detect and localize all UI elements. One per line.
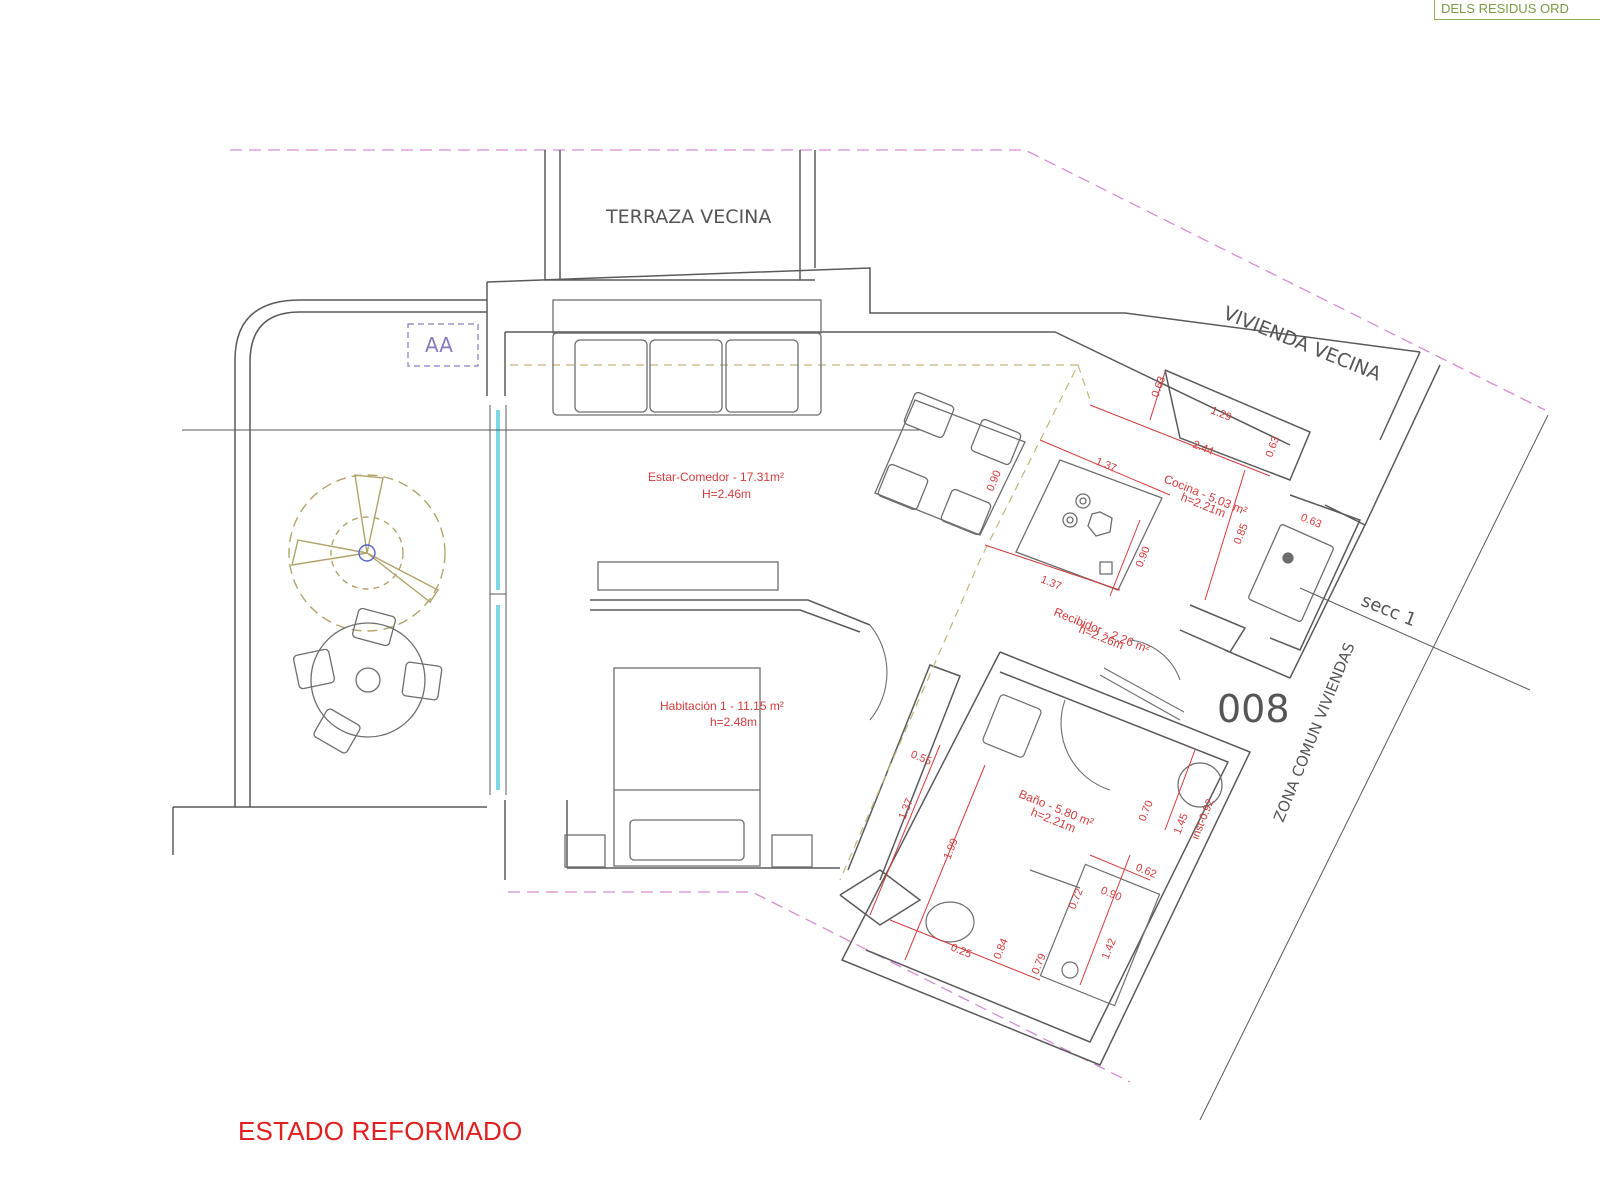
doors (869, 624, 1185, 791)
interior-wall (590, 599, 871, 633)
dimension-label: 1.37 (1094, 456, 1118, 475)
terrace-fan (288, 474, 446, 632)
kitchen-sink (1248, 524, 1334, 622)
label-seccion: secc 1 (1358, 590, 1419, 631)
dimension-label: 0.79 (1030, 952, 1049, 976)
dimension-label: 0.72 (1067, 887, 1086, 911)
dimension-label: 0.84 (992, 937, 1011, 961)
area-outline (510, 364, 1091, 881)
bed (564, 667, 813, 868)
dimension-label: inst-0.92 (1190, 797, 1217, 841)
sofa (552, 299, 822, 416)
dining-table (874, 391, 1026, 536)
plan-title: ESTADO REFORMADO (238, 1116, 523, 1146)
walls (172, 150, 1441, 1066)
kitchen-island (1015, 459, 1163, 591)
section-line (182, 414, 1549, 1121)
dimension-label: 1.45 (1172, 812, 1191, 836)
label-aa: AA (425, 333, 453, 357)
room-labels: Estar-Comedor - 17.31m² H=2.46m Habitaci… (648, 470, 1249, 835)
terrace-table (292, 607, 443, 754)
label-unit-number: 008 (1217, 687, 1290, 731)
room-estar-height: H=2.46m (702, 487, 751, 501)
dimension-label: 0.63 (1299, 512, 1323, 531)
dimension-label: 1.37 (897, 797, 916, 821)
dimension-label: 0.90 (985, 469, 1004, 493)
dimension-label: 1.42 (1100, 937, 1119, 961)
room-habitacion-height: h=2.48m (710, 715, 757, 729)
window-frames (489, 405, 507, 795)
dimension-label: 2.44 (1191, 439, 1215, 458)
aa-box (407, 323, 479, 367)
waste-stamp: DELS RESIDUS ORD (1434, 0, 1600, 20)
dimension-lines (869, 371, 1271, 986)
dimension-label: 1.29 (1209, 405, 1233, 424)
dimension-label: 0.90 (1134, 545, 1153, 569)
dimension-label: 0.25 (949, 942, 973, 961)
bathroom-fixtures (925, 694, 1223, 1007)
dimension-label: 0.63 (1264, 435, 1283, 459)
label-terraza-vecina: TERRAZA VECINA (605, 206, 771, 228)
dimension-label: 0.85 (1232, 522, 1251, 546)
label-zona-comun: ZONA COMUN VIVIENDAS (1270, 640, 1358, 824)
dimension-label: 1.37 (1039, 574, 1063, 593)
room-estar-name: Estar-Comedor - 17.31m² (648, 470, 784, 484)
property-boundary (230, 149, 1546, 1083)
room-habitacion-name: Habitación 1 - 11.15 m² (660, 699, 784, 713)
dimension-label: 0.90 (1099, 885, 1123, 904)
dimension-label: 1.99 (942, 837, 961, 861)
dimension-label: 0.70 (1137, 799, 1156, 823)
tv-unit (597, 561, 779, 591)
